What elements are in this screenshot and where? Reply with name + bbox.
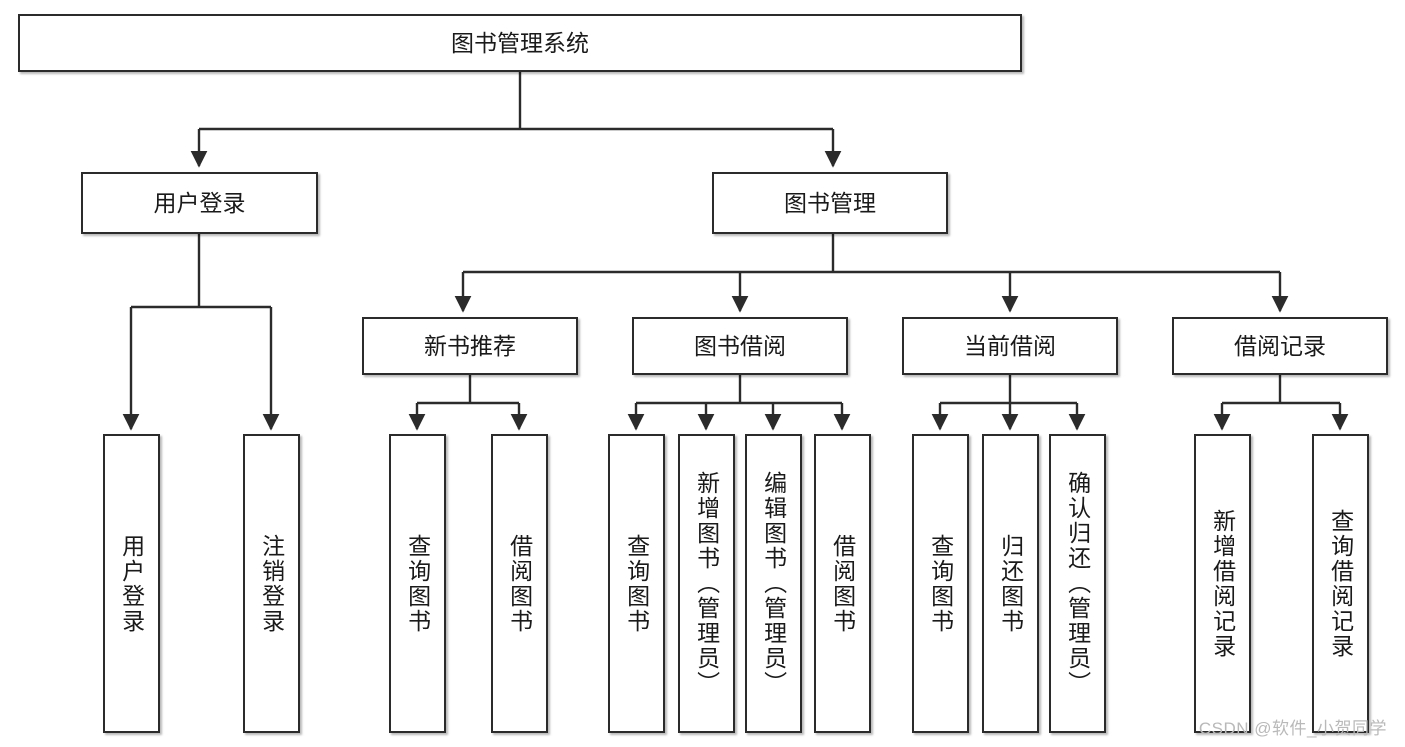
node-leaf-borrow-book-2[interactable]: 借阅图书 bbox=[814, 434, 871, 733]
node-user-login-label: 用户登录 bbox=[153, 189, 246, 216]
node-new-book-recommend-label: 新书推荐 bbox=[424, 332, 516, 359]
node-leaf-edit-book-label: 编辑图书（管理员） bbox=[760, 471, 787, 696]
node-user-login[interactable]: 用户登录 bbox=[81, 172, 318, 234]
node-leaf-query-book-3-label: 查询图书 bbox=[927, 533, 954, 634]
node-root-label: 图书管理系统 bbox=[451, 29, 589, 56]
node-leaf-borrow-book-1[interactable]: 借阅图书 bbox=[491, 434, 548, 733]
node-leaf-add-record[interactable]: 新增借阅记录 bbox=[1194, 434, 1251, 733]
node-current-borrow[interactable]: 当前借阅 bbox=[902, 317, 1118, 375]
node-new-book-recommend[interactable]: 新书推荐 bbox=[362, 317, 578, 375]
node-leaf-query-record-label: 查询借阅记录 bbox=[1327, 508, 1354, 659]
node-leaf-add-book[interactable]: 新增图书（管理员） bbox=[678, 434, 735, 733]
node-leaf-add-book-label: 新增图书（管理员） bbox=[693, 471, 720, 696]
node-book-borrow-label: 图书借阅 bbox=[694, 332, 786, 359]
node-leaf-edit-book[interactable]: 编辑图书（管理员） bbox=[745, 434, 802, 733]
node-leaf-user-login-label: 用户登录 bbox=[118, 533, 145, 634]
node-leaf-query-book-3[interactable]: 查询图书 bbox=[912, 434, 969, 733]
node-leaf-query-record[interactable]: 查询借阅记录 bbox=[1312, 434, 1369, 733]
node-book-manage-label: 图书管理 bbox=[784, 189, 876, 216]
node-leaf-user-login[interactable]: 用户登录 bbox=[103, 434, 160, 733]
node-root[interactable]: 图书管理系统 bbox=[18, 14, 1022, 72]
node-leaf-return-book-label: 归还图书 bbox=[997, 533, 1024, 634]
node-leaf-borrow-book-1-label: 借阅图书 bbox=[506, 533, 533, 634]
node-borrow-record[interactable]: 借阅记录 bbox=[1172, 317, 1388, 375]
node-current-borrow-label: 当前借阅 bbox=[964, 332, 1056, 359]
node-leaf-user-logout[interactable]: 注销登录 bbox=[243, 434, 300, 733]
node-book-borrow[interactable]: 图书借阅 bbox=[632, 317, 848, 375]
node-leaf-user-logout-label: 注销登录 bbox=[258, 533, 285, 634]
node-leaf-query-book-1[interactable]: 查询图书 bbox=[389, 434, 446, 733]
node-leaf-query-book-2[interactable]: 查询图书 bbox=[608, 434, 665, 733]
node-borrow-record-label: 借阅记录 bbox=[1234, 332, 1326, 359]
node-leaf-confirm-return-label: 确认归还（管理员） bbox=[1064, 471, 1091, 696]
node-leaf-query-book-1-label: 查询图书 bbox=[404, 533, 431, 634]
node-leaf-query-book-2-label: 查询图书 bbox=[623, 533, 650, 634]
csdn-watermark: CSDN @软件_小贺同学 bbox=[1198, 719, 1387, 738]
node-leaf-confirm-return[interactable]: 确认归还（管理员） bbox=[1049, 434, 1106, 733]
node-leaf-add-record-label: 新增借阅记录 bbox=[1209, 508, 1236, 659]
node-book-manage[interactable]: 图书管理 bbox=[712, 172, 948, 234]
node-leaf-borrow-book-2-label: 借阅图书 bbox=[829, 533, 856, 634]
node-leaf-return-book[interactable]: 归还图书 bbox=[982, 434, 1039, 733]
